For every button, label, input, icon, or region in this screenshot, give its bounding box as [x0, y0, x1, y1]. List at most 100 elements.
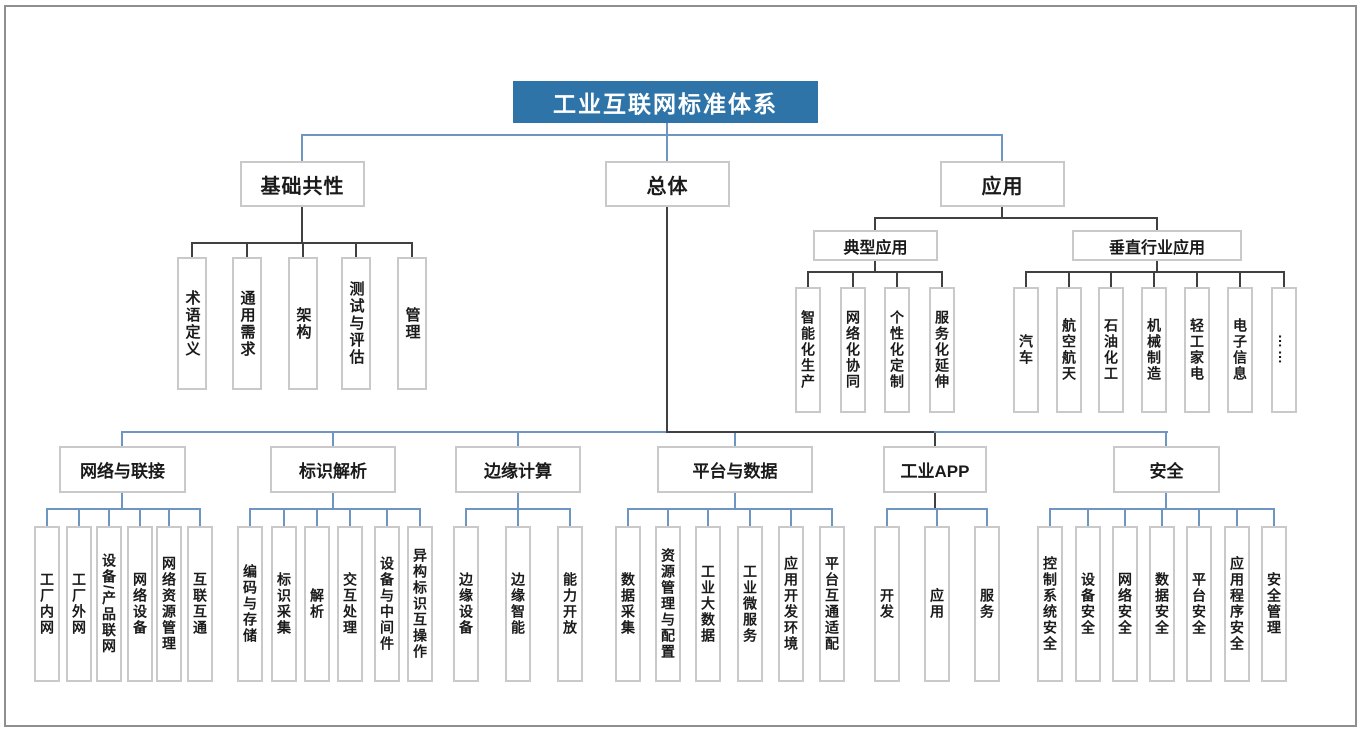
connector-line: [749, 510, 751, 526]
connector-line: [1087, 510, 1089, 526]
connector-line: [332, 433, 334, 446]
leaf-node: 控制系统安全: [1037, 526, 1063, 682]
connector-line: [249, 508, 421, 510]
connector-line: [936, 510, 938, 526]
connector-line: [1049, 510, 1051, 526]
connector-line: [1239, 273, 1241, 287]
leaf-node: 交互处理: [337, 526, 363, 682]
connector-line: [627, 508, 833, 510]
connector-line: [807, 271, 943, 273]
connector-line: [78, 510, 80, 526]
leaf-node: 轻工家电: [1184, 287, 1210, 413]
leaf-node: 网络化协同: [840, 287, 866, 413]
connector-line: [627, 510, 629, 526]
connector-line: [1153, 273, 1155, 287]
connector-line: [1196, 273, 1198, 287]
connector-line: [332, 493, 334, 509]
leaf-node: 开发: [874, 526, 900, 682]
connector-line: [666, 123, 668, 135]
connector-line: [934, 433, 936, 446]
connector-line: [831, 510, 833, 526]
connector-line: [666, 431, 936, 433]
connector-line: [886, 510, 888, 526]
connector-line: [465, 510, 467, 526]
leaf-node: 石油化工: [1098, 287, 1124, 413]
connector-line: [301, 136, 303, 161]
connector-line: [46, 508, 201, 510]
connector-line: [1001, 136, 1003, 161]
leaf-node: ……: [1271, 287, 1297, 413]
connector-line: [517, 510, 519, 526]
leaf-node: 数据采集: [615, 526, 641, 682]
connector-line: [1273, 510, 1275, 526]
leaf-node: 能力开放: [557, 526, 583, 682]
connector-line: [121, 433, 123, 446]
category-network-and-interconnection: 网络与联接: [59, 446, 186, 493]
leaf-node: 应用程序安全: [1224, 526, 1250, 682]
connector-line: [191, 242, 413, 244]
category-identifier-resolution: 标识解析: [270, 446, 396, 493]
connector-line: [517, 433, 519, 446]
leaf-node: 应用开发环境: [778, 526, 804, 682]
leaf-node: 边缘智能: [505, 526, 531, 682]
node-application: 应用: [940, 161, 1065, 207]
connector-line: [852, 273, 854, 287]
leaf-node: 通用需求: [232, 257, 262, 390]
connector-line: [569, 510, 571, 526]
connector-line: [734, 493, 736, 509]
connector-line: [666, 136, 668, 161]
root-node-title: 工业互联网标准体系: [513, 81, 818, 123]
connector-line: [874, 219, 876, 230]
connector-line: [517, 493, 519, 509]
node-overall: 总体: [605, 161, 730, 207]
connector-line: [790, 510, 792, 526]
connector-line: [734, 433, 736, 446]
connector-line: [302, 244, 304, 257]
connector-line: [249, 510, 251, 526]
leaf-node: 工业微服务: [737, 526, 763, 682]
leaf-node: 资源管理与配置: [655, 526, 681, 682]
connector-line: [874, 261, 876, 272]
leaf-node: 网络资源管理: [156, 526, 182, 682]
connector-line: [886, 508, 988, 510]
leaf-node: 设备与中间件: [374, 526, 400, 682]
node-typical-applications: 典型应用: [813, 230, 938, 261]
connector-line: [46, 510, 48, 526]
leaf-node: 架构: [288, 257, 318, 390]
connector-line: [1165, 493, 1167, 509]
connector-line: [1068, 273, 1070, 287]
connector-line: [1161, 510, 1163, 526]
connector-line: [1283, 273, 1285, 287]
connector-line: [108, 510, 110, 526]
connector-line: [1001, 207, 1003, 218]
leaf-node: 数据安全: [1149, 526, 1175, 682]
connector-line: [139, 510, 141, 526]
connector-line: [1156, 261, 1158, 272]
leaf-node: 工业大数据: [695, 526, 721, 682]
leaf-node: 机械制造: [1141, 287, 1167, 413]
connector-line: [301, 134, 1003, 136]
leaf-node: 边缘设备: [453, 526, 479, 682]
connector-line: [1025, 271, 1285, 273]
connector-line: [667, 510, 669, 526]
category-platform-and-data: 平台与数据: [657, 446, 813, 493]
outer-frame: [4, 5, 1357, 727]
connector-line: [121, 431, 668, 433]
leaf-node: 平台安全: [1186, 526, 1212, 682]
connector-line: [807, 273, 809, 287]
connector-line: [707, 510, 709, 526]
leaf-node: 服务: [974, 526, 1000, 682]
leaf-node: 智能化生产: [795, 287, 821, 413]
connector-line: [1156, 219, 1158, 230]
leaf-node: 服务化延伸: [929, 287, 955, 413]
connector-line: [1124, 510, 1126, 526]
connector-line: [386, 510, 388, 526]
connector-line: [419, 510, 421, 526]
connector-line: [349, 510, 351, 526]
connector-line: [934, 431, 1168, 433]
connector-line: [1236, 510, 1238, 526]
leaf-node: 管理: [397, 257, 427, 390]
leaf-node: 航空航天: [1056, 287, 1082, 413]
leaf-node: 异构标识互操作: [407, 526, 433, 682]
